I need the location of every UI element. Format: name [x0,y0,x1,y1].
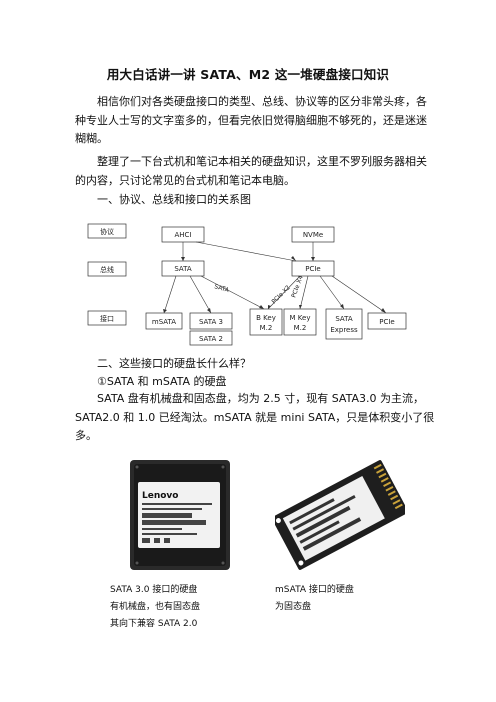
interface-express-line2: Express [330,326,358,334]
bus-sata: SATA [174,265,192,273]
row-label-bus: 总线 [100,265,114,274]
msata-caption-line-1: mSATA 接口的硬盘 [275,585,354,595]
sata-caption-line-2: 有机械盘，也有固态盘 [110,602,201,612]
msata-card-photo [275,458,405,573]
section-heading-1: 一、协议、总线和接口的关系图 [97,193,251,206]
box-sata2 [189,330,233,346]
protocol-nvme: NVMe [303,231,323,239]
interface-msata: mSATA [152,318,176,326]
box-pcie-if [367,312,407,330]
interface-bkey-line2: M.2 [260,324,273,332]
subheading-sata-msata: ①SATA 和 mSATA 的硬盘 [97,375,227,388]
sata-caption-line-1: SATA 3.0 接口的硬盘 [110,585,198,595]
row-label-protocol: 协议 [100,227,114,236]
bus-pcie: PCIe [305,265,320,273]
box-bkey [249,308,283,336]
interface-sata2: SATA 2 [199,335,223,343]
row-box-protocol [87,223,127,239]
intro-paragraph: 相信你们对各类硬盘接口的类型、总线、协议等的区分非常头疼，各种专业人士写的文字蛮… [75,95,427,145]
section-heading-2: 二、这些接口的硬盘长什么样？ [97,357,251,370]
row-box-bus [87,261,127,277]
sata-drive-photo: Lenovo [128,458,233,573]
interface-pcie: PCIe [379,318,394,326]
drive-brand: Lenovo [142,491,178,501]
row-box-interface [87,310,127,326]
relationship-diagram: 协议 总线 接口 AHCI NVMe SATA PCIe mSATA SATA … [86,220,426,352]
interface-mkey-line2: M.2 [294,324,307,332]
page-title: 用大白话讲一讲 SATA、M2 这一堆硬盘接口知识 [106,67,390,82]
row-label-interface: 接口 [100,314,114,323]
sata-caption-line-3: 其向下兼容 SATA 2.0 [110,619,198,629]
body-paragraph-sata: SATA 盘有机械盘和固态盘，均为 2.5 寸，现有 SATA3.0 为主流，S… [75,392,435,442]
interface-mkey-line1: M Key [290,314,311,322]
intro-paragraph-2: 整理了一下台式机和笔记本相关的硬盘知识，这里不罗列服务器相关的内容，只讨论常见的… [75,155,427,187]
interface-sata3: SATA 3 [199,318,223,326]
interface-express-line1: SATA [335,315,353,323]
edge-label-pcie-x4: PCIe X4 [290,274,305,298]
interface-bkey-line1: B Key [256,314,276,322]
edge-label-pcie-x2: PCIe X2 [270,284,291,305]
protocol-ahci: AHCI [174,231,191,239]
box-express [325,308,363,340]
msata-caption-line-2: 为固态盘 [275,602,312,612]
edge-label-sata: SATA [213,283,230,294]
